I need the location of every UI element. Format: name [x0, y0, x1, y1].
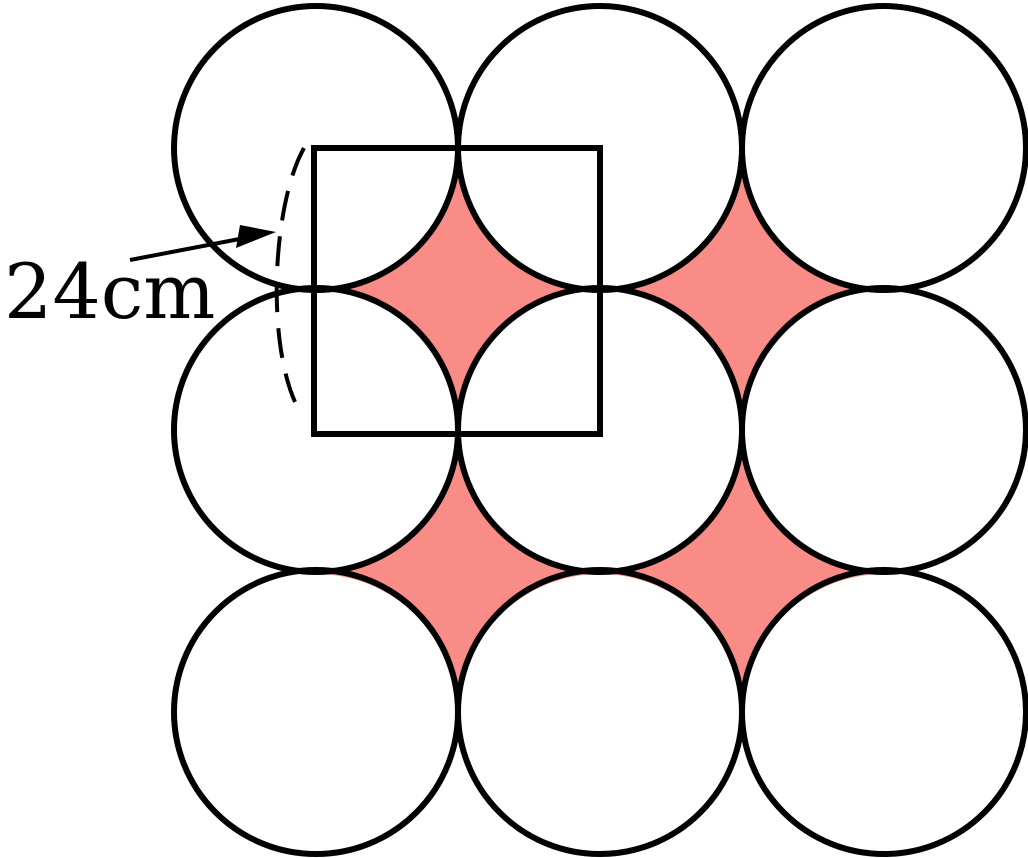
dimension-dashed-curve — [274, 147, 306, 413]
center-square — [311, 145, 603, 437]
shaded-gap — [600, 432, 884, 716]
circle — [739, 567, 1028, 857]
shaded-gap — [316, 432, 600, 716]
dimension-arrow-line — [129, 235, 251, 262]
shaded-gap — [600, 148, 884, 432]
shaded-gap — [316, 148, 600, 432]
shaded-gaps — [316, 148, 884, 716]
circles — [171, 3, 1028, 857]
dimension-label: 24cm — [4, 247, 215, 336]
circle — [739, 285, 1028, 575]
circle — [739, 3, 1028, 293]
circle — [171, 567, 461, 857]
circle — [455, 567, 745, 857]
arrow-head-icon — [236, 225, 276, 248]
